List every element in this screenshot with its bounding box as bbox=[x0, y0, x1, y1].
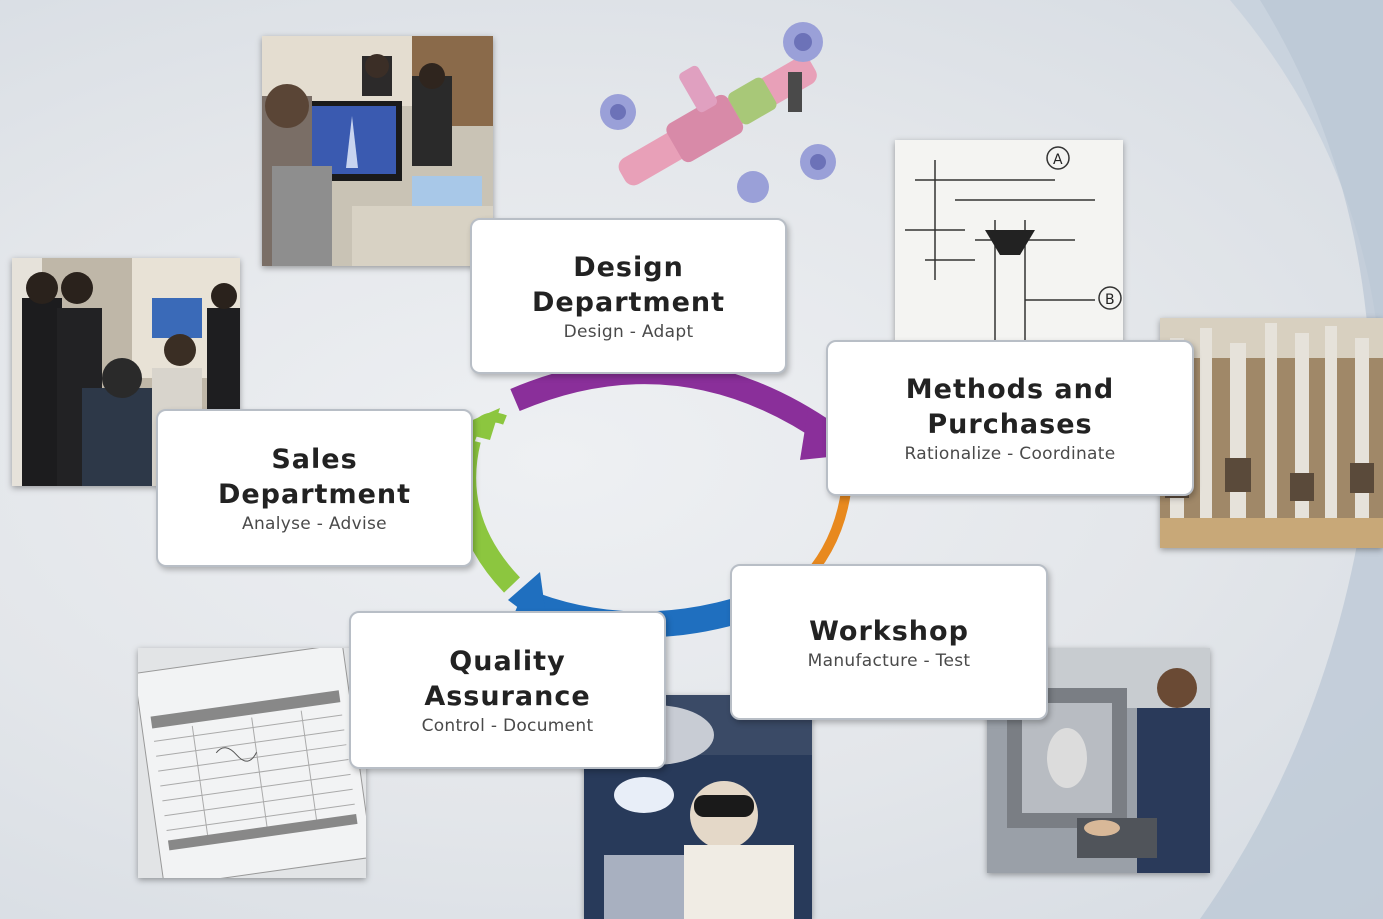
workshop-subtitle: Manufacture - Test bbox=[807, 650, 971, 671]
svg-text:A: A bbox=[1053, 152, 1063, 168]
industrial-machinery-photo bbox=[1160, 318, 1383, 548]
sales-department-box: Sales Department Analyse - Advise bbox=[156, 409, 473, 567]
technical-drawing-photo: A B bbox=[895, 140, 1123, 350]
methods-purchases-title-line2: Purchases bbox=[927, 409, 1093, 440]
workshop-title: Workshop bbox=[809, 615, 969, 647]
inspection-document-photo bbox=[138, 648, 366, 878]
design-department-title-line2: Department bbox=[531, 287, 726, 318]
design-department-title-line1: Design bbox=[573, 252, 684, 283]
quality-assurance-title-line1: Quality bbox=[449, 646, 566, 677]
sales-department-subtitle: Analyse - Advise bbox=[242, 514, 387, 534]
methods-purchases-box: Methods and Purchases Rationalize - Coor… bbox=[826, 340, 1194, 496]
office-cad-workstation-photo bbox=[262, 36, 493, 266]
svg-text:B: B bbox=[1105, 292, 1115, 308]
quality-assurance-box: Quality Assurance Control - Document bbox=[349, 611, 666, 769]
workshop-box: Workshop Manufacture - Test bbox=[730, 564, 1048, 720]
methods-purchases-title-line1: Methods and bbox=[905, 374, 1115, 405]
methods-purchases-subtitle: Rationalize - Coordinate bbox=[904, 444, 1116, 464]
quality-assurance-subtitle: Control - Document bbox=[421, 716, 594, 736]
valve-3d-model-render bbox=[588, 12, 843, 212]
design-department-box: Design Department Design - Adapt bbox=[470, 218, 787, 374]
sales-department-title-line2: Department bbox=[217, 479, 412, 510]
sales-department-title-line1: Sales bbox=[271, 444, 358, 475]
design-department-subtitle: Design - Adapt bbox=[563, 322, 694, 342]
quality-assurance-title-line2: Assurance bbox=[424, 681, 591, 712]
